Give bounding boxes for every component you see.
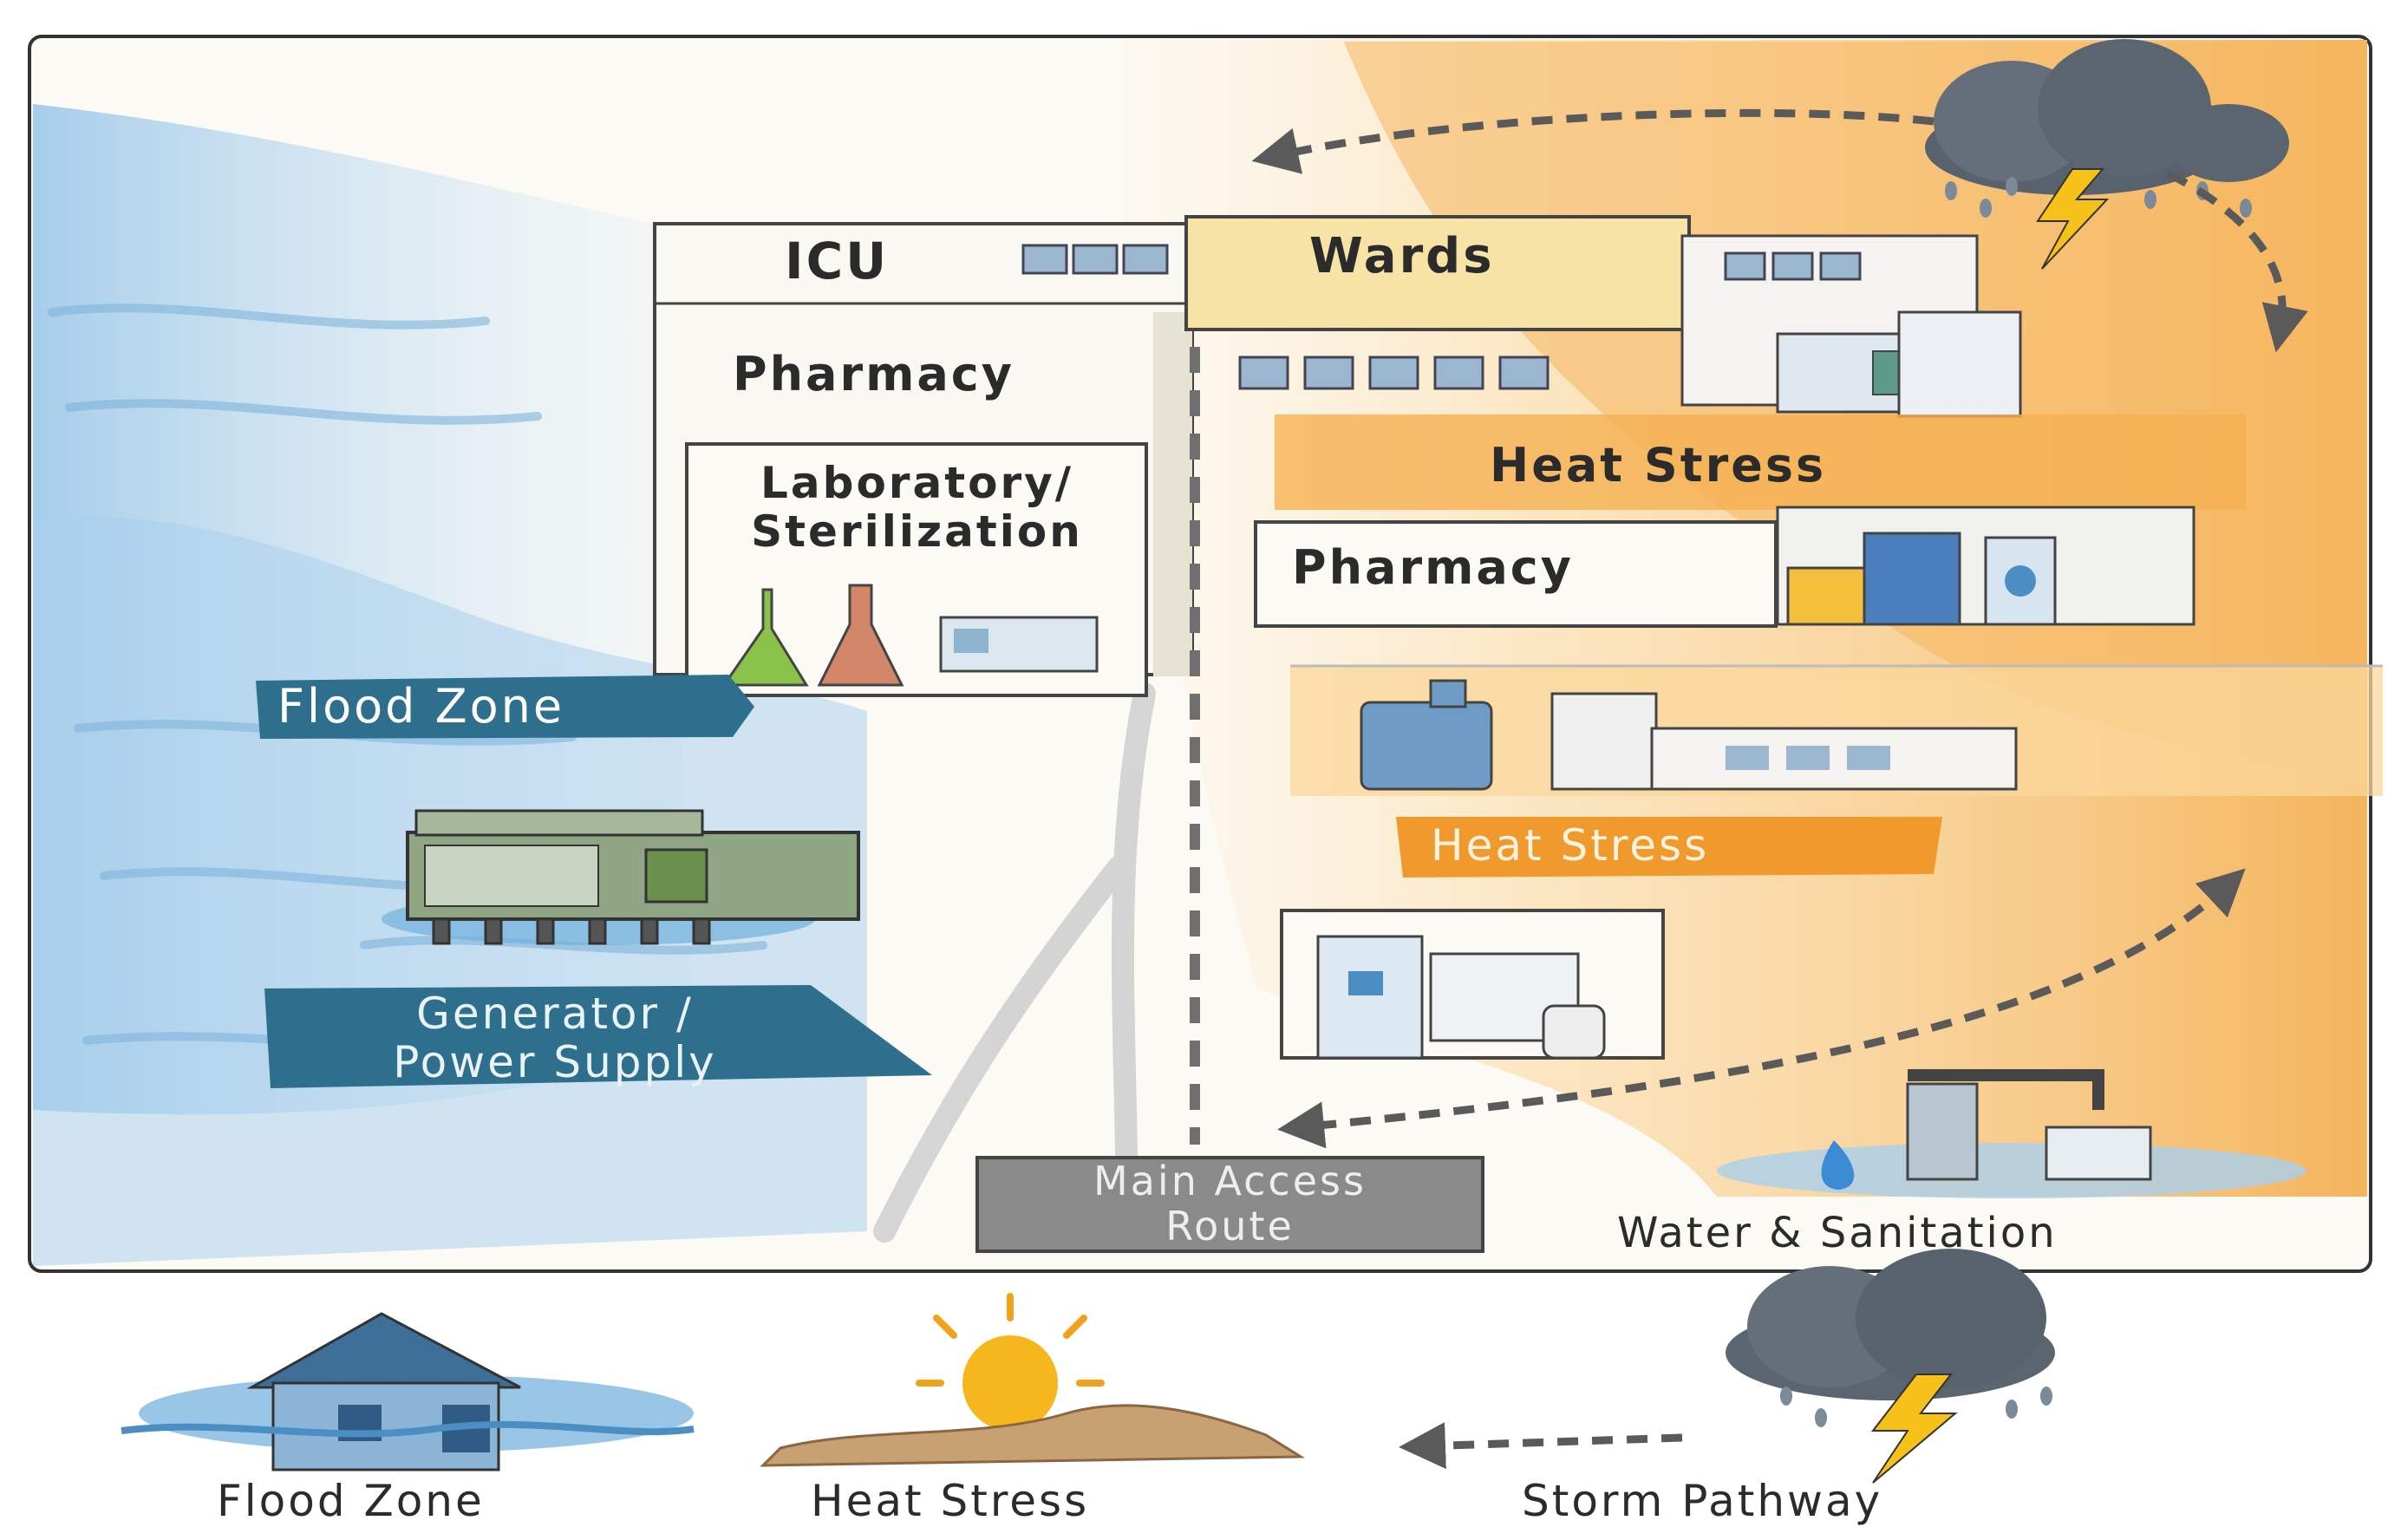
pharmacy-lower-box <box>1254 520 1778 628</box>
generator-icon <box>382 809 860 945</box>
legend-item-storm-pathway: Storm Pathway <box>1522 1476 1883 1526</box>
flood-zone-tag <box>256 675 754 739</box>
pharmacy-upper-label: Pharmacy <box>733 347 1015 401</box>
clinic-equipment-icon <box>1360 679 2018 791</box>
storm-cloud-map-icon <box>1925 39 2289 270</box>
heat-band-lower <box>1396 817 1942 878</box>
main-access-label: Main Access Route <box>977 1159 1483 1250</box>
flood-zone-label: Flood Zone <box>277 679 565 734</box>
flooded-house-icon <box>121 1312 695 1471</box>
laboratory-label-line1: Laboratory/ <box>760 458 1073 508</box>
storm-arrow-bottom <box>1277 868 2246 1149</box>
icu-windows <box>1021 244 1169 275</box>
storm-cloud-lightning-icon <box>1399 1249 2055 1484</box>
generator-label-line1: Generator / <box>416 989 694 1039</box>
wards-label: Wards <box>1309 228 1495 284</box>
storm-arrow-right <box>2165 169 2308 353</box>
main-access-tag <box>975 1156 1484 1253</box>
main-access-label-line2: Route <box>1165 1203 1295 1250</box>
heat-stress-lower-label: Heat Stress <box>1431 820 1710 871</box>
heat-stress-upper-label: Heat Stress <box>1490 438 1827 493</box>
generator-label-line2: Power Supply <box>393 1037 717 1087</box>
generator-label: Generator / Power Supply <box>277 989 832 1087</box>
storm-arrow-top <box>1251 108 1935 174</box>
pharmacy-shelves-icon <box>1776 506 2195 626</box>
water-sanitation-label: Water & Sanitation <box>1617 1209 2058 1257</box>
pharmacy-lower-label: Pharmacy <box>1292 540 1575 595</box>
monitor-equipment-icon <box>1776 310 2022 418</box>
icu-label: ICU <box>785 232 890 290</box>
sun-over-dry-land-icon <box>760 1293 1306 1467</box>
generator-tag <box>264 985 932 1088</box>
wards-building <box>1184 215 1691 331</box>
legend-item-flood-zone: Flood Zone <box>217 1476 485 1526</box>
lab-flasks-icon <box>721 584 1099 687</box>
laboratory-label: Laboratory/ Sterilization <box>689 458 1145 557</box>
laboratory-label-line2: Sterilization <box>751 506 1083 557</box>
legend-item-heat-stress: Heat Stress <box>811 1476 1090 1526</box>
fridge-cabinet-icon <box>1316 935 1606 1060</box>
heat-band-upper <box>1275 414 2246 510</box>
main-access-label-line1: Main Access <box>1093 1158 1367 1205</box>
